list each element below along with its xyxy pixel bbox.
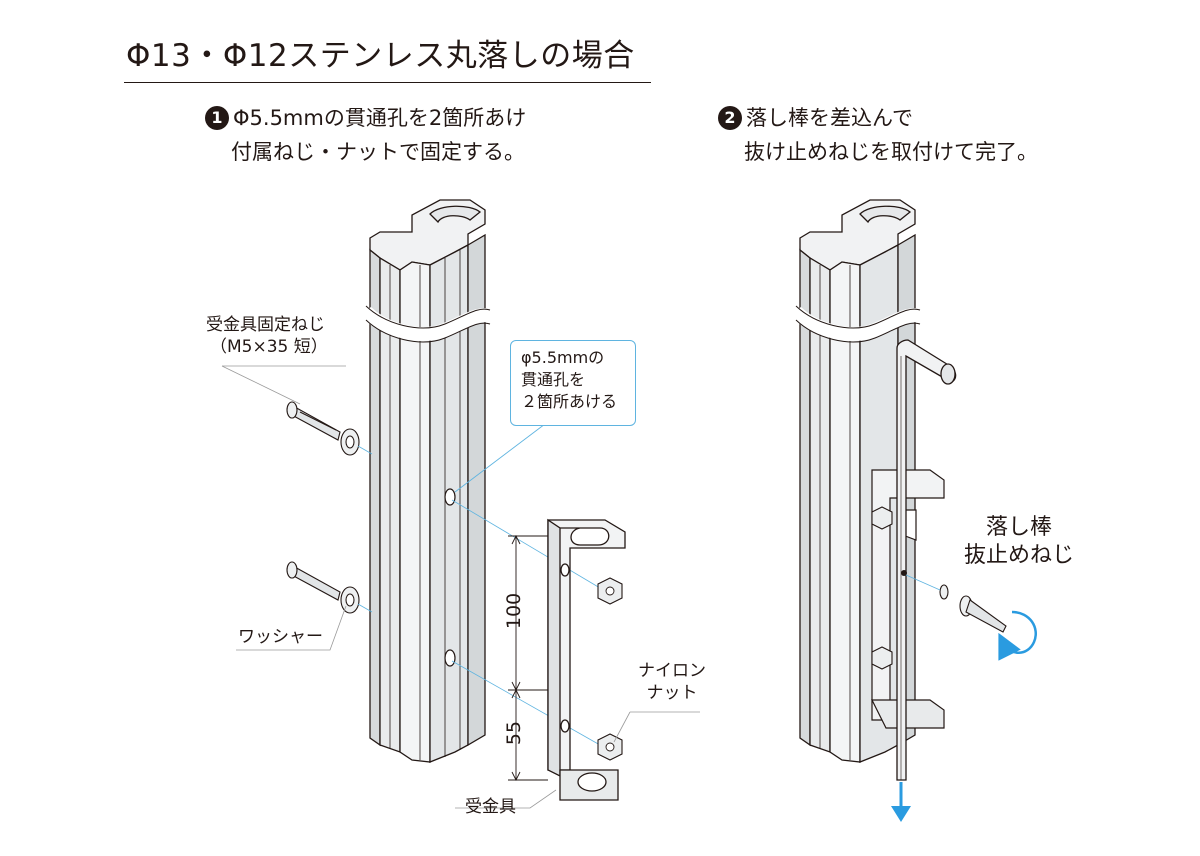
title-underline	[124, 82, 651, 83]
nut-installed-upper	[871, 506, 893, 530]
break-line	[795, 319, 921, 343]
label-screw: 受金具固定ねじ （M5×35 短）	[206, 314, 328, 358]
bracket	[547, 518, 626, 801]
page-title: Φ13・Φ12ステンレス丸落しの場合	[126, 38, 635, 74]
label-nylon-nut-line-2: ナット	[646, 683, 698, 703]
hole-callout-line-2: 貫通孔を	[521, 370, 586, 389]
step-2-line-2: 抜け止めねじを取付けて完了。	[744, 140, 1038, 164]
label-drop-rod-line-2: 抜止めねじ	[964, 543, 1075, 568]
rotate-arrow-icon	[998, 610, 1037, 661]
label-bracket: 受金具	[465, 797, 516, 817]
label-washer: ワッシャー	[238, 627, 323, 647]
step-2-number: 2	[718, 106, 742, 130]
dimension-upper: 100	[503, 592, 526, 630]
hole-callout: φ5.5mmの 貫通孔を ２箇所あける	[510, 340, 636, 426]
post-right	[799, 199, 916, 763]
break-line	[365, 305, 491, 329]
screw-upper	[286, 401, 360, 456]
step-1-line-1: Φ5.5mmの貫通孔を2箇所あけ	[233, 106, 527, 130]
break-mark	[361, 306, 493, 341]
label-screw-line-2: （M5×35 短）	[210, 337, 328, 357]
dimension-lower: 55	[503, 720, 526, 746]
break-line	[795, 305, 921, 329]
screw-lower	[286, 561, 360, 614]
alignment-line	[905, 574, 941, 591]
step-2-line-1: 落し棒を差込んで	[746, 106, 913, 130]
hole-callout-line-3: ２箇所あける	[521, 392, 618, 411]
nut-bore	[605, 742, 615, 752]
drill-hole-upper	[444, 488, 456, 506]
label-drop-rod: 落し棒 抜止めねじ	[964, 514, 1074, 570]
nut-bore	[605, 586, 615, 596]
drill-hole-lower	[444, 649, 456, 667]
label-nylon-nut-line-1: ナイロン	[638, 661, 706, 681]
label-drop-rod-line-1: 落し棒	[986, 515, 1053, 540]
break-mark	[791, 306, 923, 341]
hole-leader	[454, 423, 546, 493]
step-1-line-2: 付属ねじ・ナットで固定する。	[231, 140, 525, 164]
post-left	[369, 199, 486, 763]
dimension-lines	[508, 534, 548, 782]
nut-installed-lower	[871, 646, 893, 670]
break-line	[365, 319, 491, 343]
drop-rod	[896, 339, 957, 781]
hole-callout-line-1: φ5.5mmの	[521, 348, 605, 367]
alignment-line	[357, 445, 373, 455]
down-arrow-icon	[891, 806, 911, 822]
alignment-line	[451, 499, 601, 589]
step-1-number: 1	[205, 106, 229, 130]
label-nylon-nut: ナイロン ナット	[638, 660, 706, 704]
alignment-line	[451, 660, 601, 746]
label-screw-line-1: 受金具固定ねじ	[206, 315, 325, 335]
retaining-screw	[939, 584, 1007, 633]
leader-lines	[221, 365, 700, 809]
alignment-line	[357, 603, 373, 613]
retaining-hole	[901, 570, 907, 576]
